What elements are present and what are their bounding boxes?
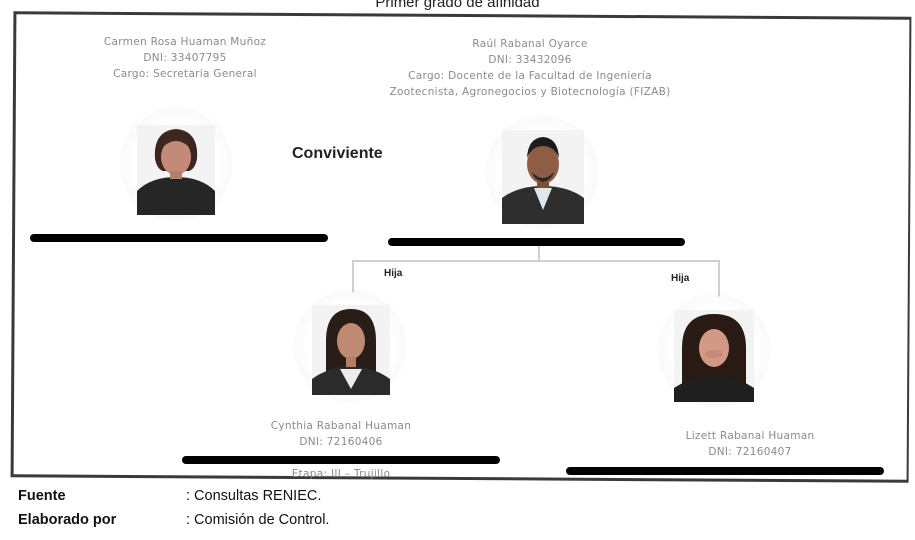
person-cargo-detail: Zootecnista, Agronegocios y Biotecnologí… [389, 86, 671, 98]
person-raul-info: Raúl Rabanal Oyarce DNI: 33432096 Cargo:… [340, 36, 720, 100]
page-title: Primer grado de afinidad [375, 0, 540, 11]
tree-connector [352, 260, 354, 300]
person-etapa: Etapa: III – Trujillo [291, 468, 391, 480]
person-name: Lizett Rabanal Huaman [685, 430, 815, 442]
relation-label-hija-2: Hija [671, 273, 690, 284]
person-dni: DNI: 33407795 [143, 52, 227, 64]
footer-author-value: : Comisión de Control. [186, 512, 330, 528]
person-cargo: Cargo: Docente de la Facultad de Ingenie… [408, 70, 652, 82]
person-dni: DNI: 72160406 [299, 436, 383, 448]
person-name: Carmen Rosa Huaman Muñoz [103, 36, 267, 48]
person-carmen-info: Carmen Rosa Huaman Muñoz DNI: 33407795 C… [70, 34, 300, 82]
person-carmen-photo [137, 125, 215, 215]
tree-connector [352, 260, 720, 262]
person-cynthia-photo [312, 305, 390, 395]
footer-source-value: : Consultas RENIEC. [186, 488, 322, 504]
person-cynthia-info: Cynthia Rabanal Huaman DNI: 72160406 Eta… [216, 418, 466, 482]
relation-label-hija-1: Hija [384, 268, 403, 279]
redaction-bar [388, 238, 685, 246]
person-lizett-photo [674, 310, 754, 402]
person-name: Raúl Rabanal Oyarce [472, 38, 588, 50]
person-dni: DNI: 72160407 [708, 446, 792, 458]
person-raul-photo [502, 130, 584, 224]
relation-label-conviviente: Conviviente [292, 145, 383, 162]
person-cargo: Cargo: Secretaria General [113, 68, 257, 80]
redaction-bar [566, 467, 884, 475]
tree-connector [718, 260, 720, 300]
redaction-bar [30, 234, 328, 242]
person-name: Cynthia Rabanal Huaman [270, 420, 412, 432]
person-dni: DNI: 33432096 [488, 54, 572, 66]
footer-source-label: Fuente [18, 488, 66, 504]
tree-connector [538, 246, 540, 262]
footer-author-label: Elaborado por [18, 512, 117, 528]
person-lizett-info: Lizett Rabanal Huaman DNI: 72160407 [640, 428, 860, 460]
redaction-bar [182, 456, 500, 464]
